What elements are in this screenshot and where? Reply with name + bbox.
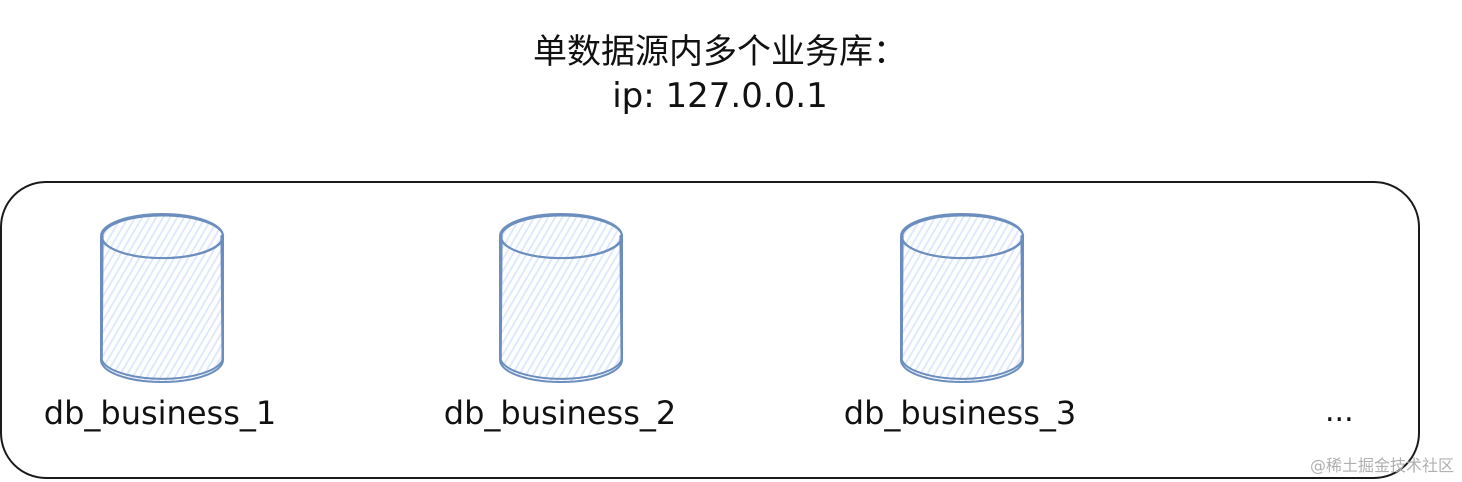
cylinder-top-outline <box>101 214 225 260</box>
cylinder-body-outline <box>499 235 623 380</box>
cylinder-svg <box>499 213 624 383</box>
database-cylinder-icon <box>100 213 260 413</box>
database-cylinder-icon <box>900 213 1060 413</box>
cylinder-svg <box>900 213 1025 383</box>
cylinder-body-outline <box>100 235 224 380</box>
title-line-1: 单数据源内多个业务库： <box>533 32 907 72</box>
cylinder-top-outline <box>901 214 1025 260</box>
db-label-2: db_business_2 <box>443 394 677 432</box>
database-cylinder-icon <box>499 213 659 413</box>
title-ip-line: ip: 127.0.0.1 <box>612 76 828 117</box>
cylinder-svg <box>100 213 225 383</box>
cylinder-body-outline <box>900 235 1024 380</box>
cylinder-body-outline <box>499 235 623 383</box>
diagram-title: 单数据源内多个业务库： ip: 127.0.0.1 <box>0 30 1440 118</box>
data-source-container <box>0 181 1420 479</box>
cylinder-body-outline <box>100 235 224 383</box>
db-label-1: db_business_1 <box>43 394 277 432</box>
more-databases-ellipsis: ... <box>1325 394 1354 429</box>
cylinder-body-outline <box>900 235 1024 383</box>
watermark: @稀土掘金技术社区 <box>1309 456 1454 475</box>
cylinder-top-outline <box>500 214 624 260</box>
db-label-3: db_business_3 <box>843 394 1077 432</box>
